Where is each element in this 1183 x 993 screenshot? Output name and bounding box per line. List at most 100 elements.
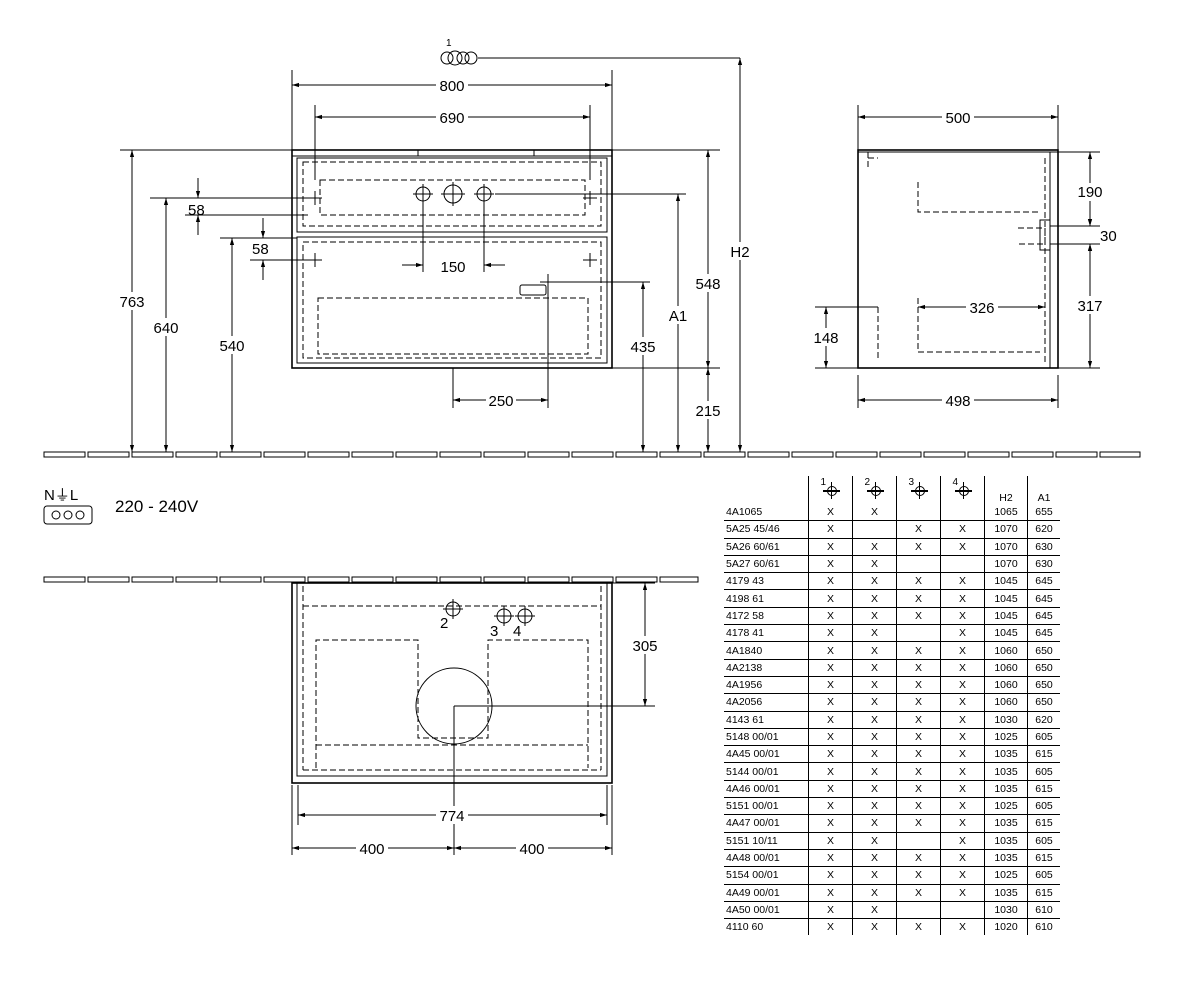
hole-mark: X (808, 918, 853, 936)
model-number: 4A49 00/01 (724, 883, 809, 902)
floor-segment (659, 576, 699, 583)
floor-segment (747, 451, 790, 458)
floor-segment (923, 451, 966, 458)
model-number: 5A25 45/46 (724, 520, 809, 539)
floor-segment (483, 576, 526, 583)
floor-segment (131, 576, 174, 583)
hole-label-2: 2 (440, 615, 448, 632)
model-number: 5148 00/01 (724, 727, 809, 746)
floor-segment (703, 451, 746, 458)
hole-number: 2 (864, 477, 871, 488)
hole-mark: X (940, 831, 985, 850)
h2-value: 1045 (984, 589, 1028, 608)
floor-segment (351, 576, 394, 583)
hole-mark: X (852, 762, 897, 781)
hole-mark: X (896, 606, 941, 625)
electrical-symbol-label: N⏚L (44, 487, 79, 504)
a1-value: 615 (1027, 848, 1060, 867)
h2-value: 1060 (984, 693, 1028, 712)
hole-mark: X (808, 675, 853, 694)
hole-mark: X (808, 520, 853, 539)
hole-mark: X (852, 606, 897, 625)
hole-mark: X (808, 572, 853, 590)
dim-30: 30 (1100, 228, 1117, 245)
a1-value: 630 (1027, 554, 1060, 573)
dim-190: 190 (1077, 184, 1102, 201)
h2-value: 1060 (984, 675, 1028, 694)
floor-segment (87, 576, 130, 583)
dim-h2: H2 (730, 244, 749, 261)
hole-mark (940, 900, 985, 919)
dim-500: 500 (945, 110, 970, 127)
model-number: 4110 60 (724, 918, 809, 936)
tap-holes-front (413, 182, 494, 206)
model-number: 4A1956 (724, 675, 809, 694)
model-number: 5144 00/01 (724, 762, 809, 781)
hole-mark (896, 624, 941, 642)
hole-mark: X (852, 779, 897, 798)
floor-segment (439, 576, 482, 583)
dim-435: 435 (630, 339, 655, 356)
hole-mark: X (808, 641, 853, 660)
hole-mark: X (808, 606, 853, 625)
hole-mark: X (896, 883, 941, 902)
tap-hole-icon: 4 (951, 477, 975, 501)
hole-mark: X (940, 814, 985, 833)
floor-segment (307, 576, 350, 583)
hole-mark: X (852, 848, 897, 867)
a1-value: 655 (1027, 504, 1060, 521)
model-number: 4A45 00/01 (724, 745, 809, 763)
hole-mark: X (808, 900, 853, 919)
hole-mark: X (808, 831, 853, 850)
h2-value: 1020 (984, 918, 1028, 936)
dim-58-upper: 58 (188, 202, 205, 219)
hole-mark: X (852, 918, 897, 936)
a1-value: 620 (1027, 520, 1060, 539)
hole-mark: X (896, 745, 941, 763)
a1-value: 650 (1027, 658, 1060, 677)
floor-segment (1011, 451, 1054, 458)
callout-1: 1 (446, 38, 452, 49)
dim-58-lower: 58 (252, 241, 269, 258)
dim-763: 763 (119, 294, 144, 311)
hole-mark: X (896, 537, 941, 556)
top-view: 2 3 4 305 774 400 400 (291, 582, 661, 858)
hole-mark: X (896, 658, 941, 677)
floor-segment (87, 451, 130, 458)
dim-148: 148 (813, 330, 838, 347)
model-number: 4A50 00/01 (724, 900, 809, 919)
model-number: 4A1065 (726, 506, 763, 519)
a1-value: 610 (1027, 918, 1060, 936)
model-number: 4A46 00/01 (724, 779, 809, 798)
hole-mark: X (896, 814, 941, 833)
socket-symbol-icon (43, 505, 93, 525)
hole-mark: X (896, 762, 941, 781)
hole-mark: X (852, 797, 897, 815)
floor-line-elevation (43, 451, 1141, 458)
h2-value: 1035 (984, 745, 1028, 763)
side-view: 500 498 190 30 317 148 326 (810, 105, 1117, 410)
hole-mark: X (896, 693, 941, 712)
hole-mark: X (940, 710, 985, 729)
hole-mark: X (940, 883, 985, 902)
model-number: 4143 61 (724, 710, 809, 729)
dim-548: 548 (695, 276, 720, 293)
hole-mark: X (940, 641, 985, 660)
front-dimensions: 800 690 1 H2 763 640 540 58 58 150 250 (116, 38, 752, 452)
hole-mark: X (808, 710, 853, 729)
hole-mark: X (940, 848, 985, 867)
h2-value: 1035 (984, 814, 1028, 833)
dim-150: 150 (440, 259, 465, 276)
model-number: 4179 43 (724, 572, 809, 590)
hole-mark: X (940, 693, 985, 712)
floor-segment (527, 576, 570, 583)
